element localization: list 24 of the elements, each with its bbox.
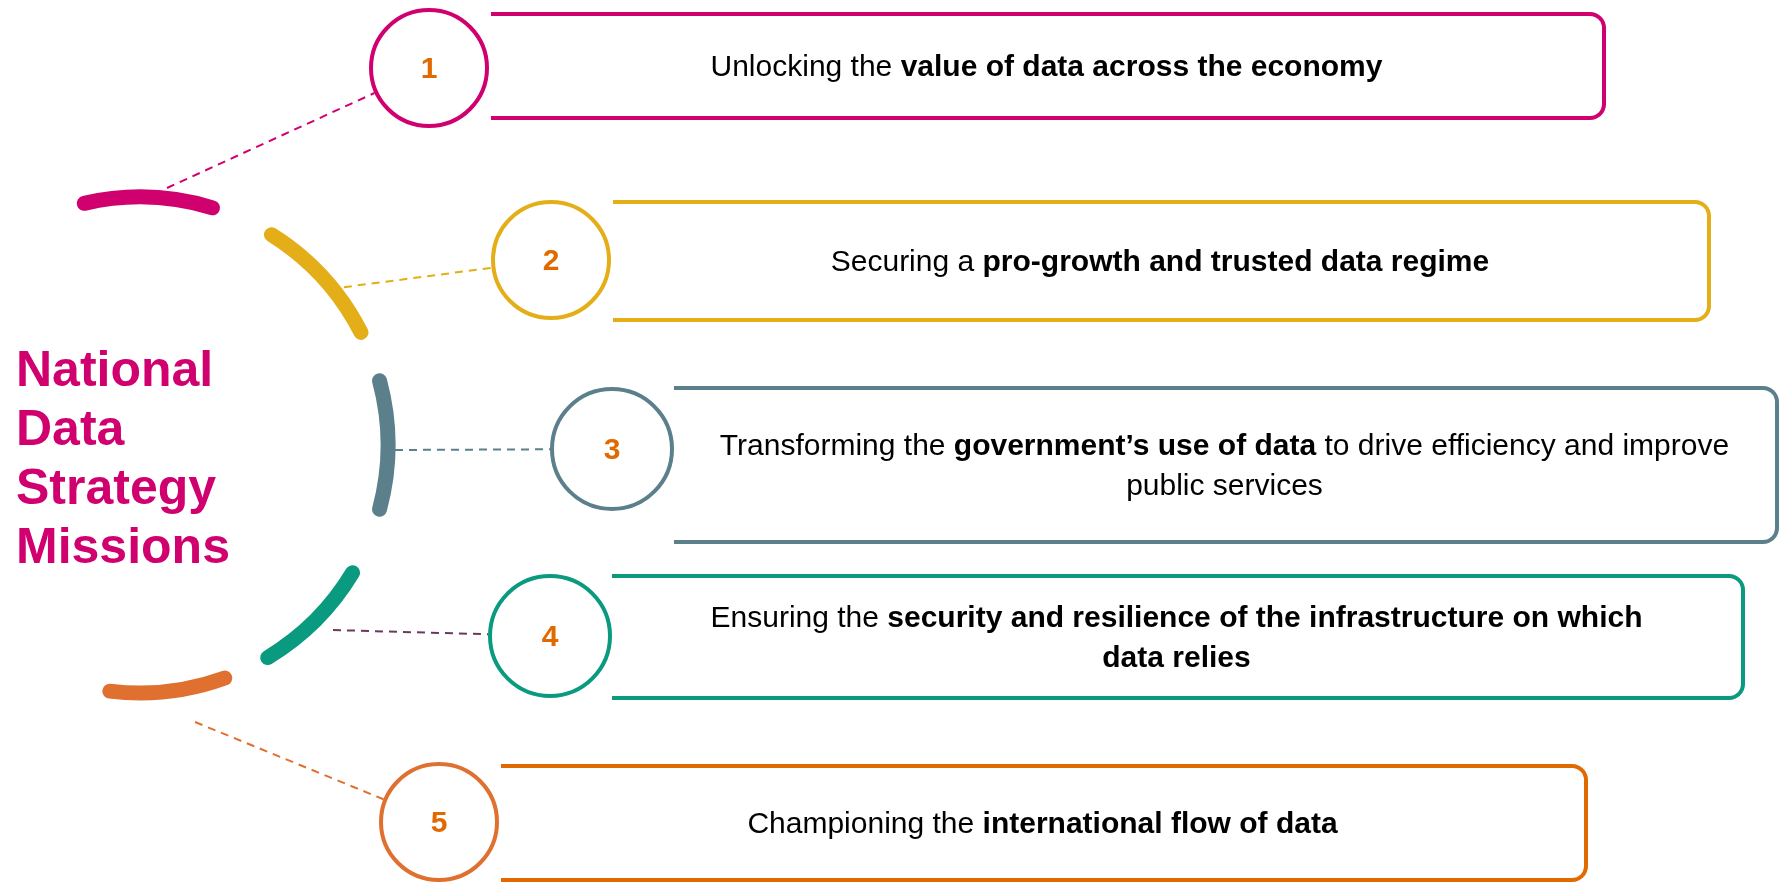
arc-segment xyxy=(76,189,220,216)
mission-box xyxy=(491,12,1606,120)
mission-box xyxy=(613,200,1711,322)
mission-text: Transforming the government’s use of data to drive efficiency and improve public services xyxy=(718,426,1731,503)
step-number: 2 xyxy=(542,243,560,277)
step-number: 1 xyxy=(420,51,438,85)
mission-box xyxy=(674,386,1779,544)
arc-segment xyxy=(263,227,369,340)
mission-box xyxy=(501,764,1588,882)
leader-line xyxy=(166,92,376,189)
leader-line xyxy=(194,721,385,801)
step-number: 3 xyxy=(603,432,621,466)
mission-text: Securing a pro-growth and trusted data regime xyxy=(830,242,1490,279)
mission-text: Championing the international flow of data xyxy=(747,804,1338,841)
arc-segment xyxy=(102,670,233,701)
step-number: 5 xyxy=(430,805,448,839)
arc-segment xyxy=(260,565,361,666)
mission-text: Ensuring the security and resilience of the infrastructure on which data relies xyxy=(709,598,1644,675)
step-number: 4 xyxy=(541,619,559,653)
leader-line xyxy=(332,629,489,636)
diagram-title: National Data Strategy Missions xyxy=(16,340,231,576)
arc-segment xyxy=(372,373,396,517)
mission-box xyxy=(612,574,1745,700)
mission-text: Unlocking the value of data across the economy xyxy=(710,47,1383,84)
